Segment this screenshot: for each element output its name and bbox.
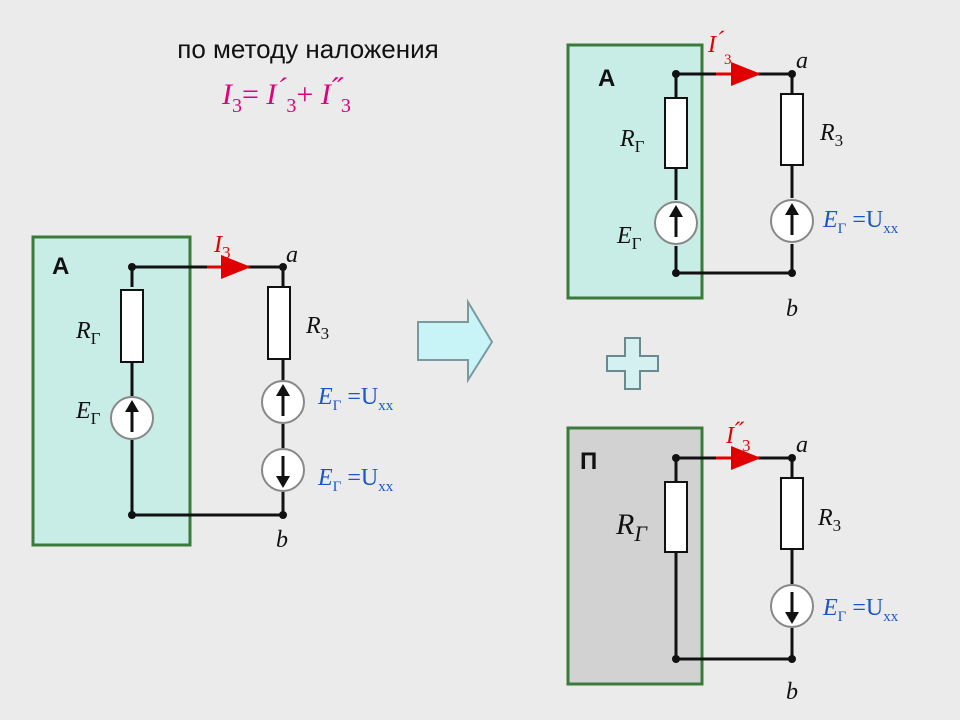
active-network-label: А <box>52 253 69 280</box>
resistor-r3-label: R3 <box>817 505 841 535</box>
down-arrow-icon <box>276 456 290 488</box>
bottom-circuit: П I˝3 a b RГ R3 EГ =Uхх <box>566 419 899 705</box>
node-b-label: b <box>786 296 798 322</box>
passive-network-label: П <box>580 448 597 475</box>
resistor-r3-label: R3 <box>305 313 329 343</box>
up-arrow-icon <box>125 400 139 432</box>
active-network-box <box>566 43 704 300</box>
current-label: I3 <box>213 232 231 262</box>
source-eg-label: EГ <box>616 223 642 253</box>
plus-icon <box>606 337 659 390</box>
up-arrow-icon <box>785 203 799 235</box>
node-a-label: a <box>796 48 808 74</box>
resistor-rg <box>664 97 688 169</box>
up-arrow-icon <box>669 205 683 237</box>
passive-network-box <box>566 426 704 686</box>
node-dot <box>279 511 287 519</box>
source-up-label: EГ =Uхх <box>317 384 394 414</box>
node-b-label: b <box>786 679 798 705</box>
active-network-box <box>31 235 192 547</box>
source-down-label: EГ =Uхх <box>822 595 899 625</box>
node-dot <box>788 70 796 78</box>
node-a-label: a <box>796 432 808 458</box>
node-a-label: a <box>286 242 298 268</box>
node-dot <box>128 263 136 271</box>
resistor-r3 <box>780 93 804 166</box>
resistor-rg <box>664 481 688 553</box>
source-eg-label: EГ <box>75 398 101 428</box>
top-circuit: А I´3 a b RГ EГ R3 EГ <box>566 28 899 322</box>
current-label: I´3 <box>707 28 732 68</box>
node-dot <box>788 454 796 462</box>
node-dot <box>788 269 796 277</box>
svg-text:I3= I´3+ I˝3: I3= I´3+ I˝3 <box>221 72 351 117</box>
node-b-label: b <box>276 527 288 553</box>
up-arrow-icon <box>276 384 290 416</box>
down-arrow-icon <box>785 592 799 624</box>
resistor-rg <box>120 289 144 363</box>
resistor-rg-label: RГ <box>619 126 645 156</box>
node-dot <box>672 70 680 78</box>
source-down-label: EГ =Uхх <box>317 465 394 495</box>
node-dot <box>672 454 680 462</box>
superposition-formula: I3= I´3+ I˝3 <box>221 72 351 117</box>
active-network-label: А <box>598 65 615 92</box>
node-dot <box>672 269 680 277</box>
resistor-r3 <box>267 286 291 360</box>
node-dot <box>279 263 287 271</box>
main-circuit: А I3 a b RГ EГ R3 <box>31 232 394 553</box>
source-up-label: EГ =Uхх <box>822 207 899 237</box>
heading-text: по методу наложения <box>177 34 438 64</box>
current-label: I˝3 <box>725 419 751 455</box>
node-dot <box>128 511 136 519</box>
resistor-rg-label: RГ <box>615 508 648 546</box>
resistor-rg-label: RГ <box>75 318 101 348</box>
resistor-r3-label: R3 <box>819 120 843 150</box>
node-dot <box>788 655 796 663</box>
right-arrow-icon <box>417 298 494 384</box>
resistor-r3 <box>780 477 804 550</box>
node-dot <box>672 655 680 663</box>
